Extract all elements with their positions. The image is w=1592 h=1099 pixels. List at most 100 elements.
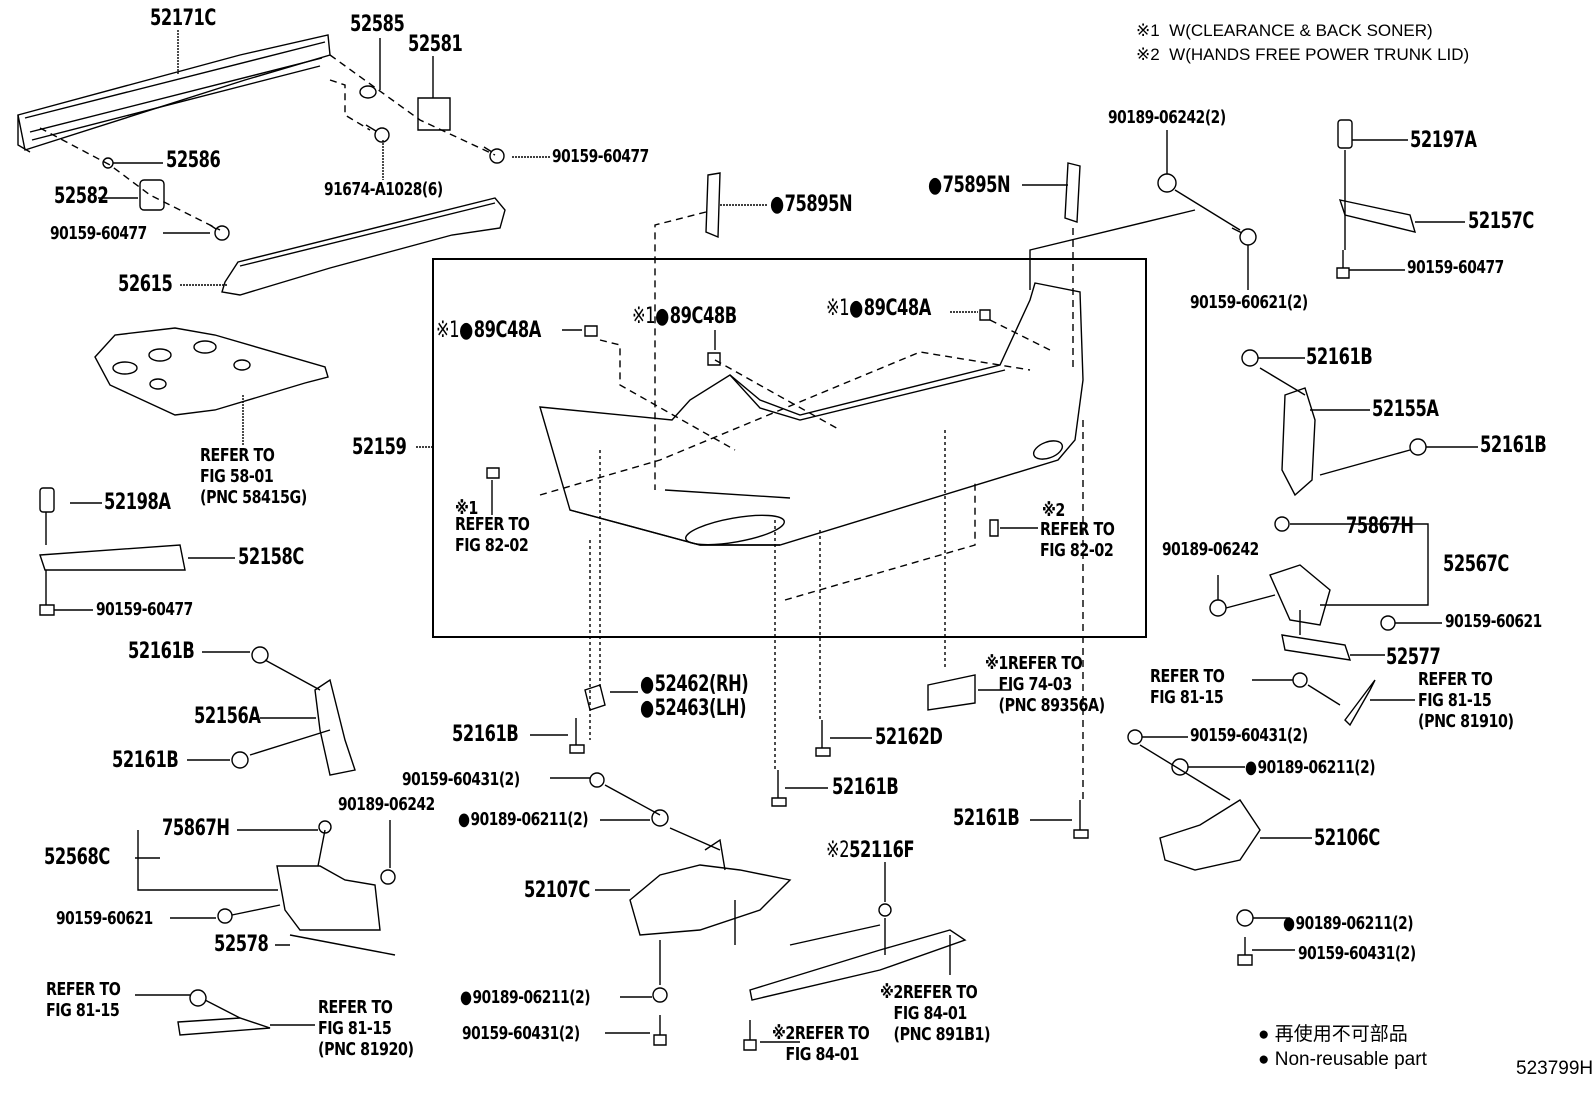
refer-fig-81-15-right[interactable]: REFER TO FIG 81-15 (PNC 81910): [1418, 669, 1514, 732]
part-label-52159[interactable]: 52159: [352, 435, 407, 460]
part-number: 89C48A: [849, 296, 931, 321]
refer-fig-58-01[interactable]: REFER TO FIG 58-01 (PNC 58415G): [200, 445, 307, 508]
part-label-52161B[interactable]: 52161B: [452, 722, 519, 747]
part-label-52197A[interactable]: 52197A: [1410, 128, 1477, 153]
legend: ● 再使用不可部品 ● Non-reusable part: [1258, 1022, 1427, 1072]
part-label-52198A[interactable]: 52198A: [104, 490, 171, 515]
part-label-89C48A[interactable]: ※189C48A: [826, 296, 931, 321]
part-label-52107C[interactable]: 52107C: [524, 878, 590, 903]
part-label-75895N[interactable]: 75895N: [770, 194, 853, 216]
part-label-90159-60431-2[interactable]: 90159-60431(2): [1190, 725, 1308, 746]
part-label-52161B[interactable]: 52161B: [128, 639, 195, 664]
refer-fig-74-03[interactable]: ※1REFER TO FIG 74-03 (PNC 89356A): [985, 653, 1105, 716]
part-label-90189-06211-2[interactable]: 90189-06211(2): [458, 810, 588, 830]
part-label-90159-60477[interactable]: 90159-60477: [96, 599, 193, 620]
refer-fig-82-02-mark: ※2: [1042, 500, 1065, 521]
part-label-90159-60621[interactable]: 90159-60621: [56, 908, 153, 929]
part-label-90189-06211-2[interactable]: 90189-06211(2): [460, 988, 590, 1008]
part-label-52156A[interactable]: 52156A: [194, 704, 261, 729]
part-label-91674-A1028[interactable]: 91674-A1028(6): [324, 179, 443, 200]
part-label-90189-06211-2[interactable]: 90189-06211(2): [1283, 914, 1413, 934]
dash-bumper-5: [590, 450, 600, 740]
part-label-89C48B[interactable]: ※189C48B: [632, 304, 737, 329]
clip-82-02-left-drawing: [487, 468, 499, 478]
part-label-90159-60431-2[interactable]: 90159-60431(2): [462, 1023, 580, 1044]
part-label-90159-60621-2[interactable]: 90159-60621(2): [1190, 292, 1308, 313]
part-label-52171C[interactable]: 52171C: [150, 6, 216, 31]
part-label-52586[interactable]: 52586: [166, 148, 221, 173]
refer-fig-82-02-left[interactable]: REFER TO FIG 82-02: [455, 514, 530, 556]
right-column-drawings: [1128, 120, 1426, 965]
dash-bumper-3: [715, 360, 840, 430]
dash-bumper-10: [785, 480, 975, 600]
part-label-52581[interactable]: 52581: [408, 32, 463, 57]
reflector-right-drawing: [1065, 163, 1080, 222]
part-label-75867H[interactable]: 75867H: [162, 816, 230, 841]
option-mark: ※2: [826, 838, 850, 863]
part-label-52116F[interactable]: ※252116F: [826, 838, 915, 863]
part-label-52568C[interactable]: 52568C: [44, 845, 110, 870]
dash-52582: [40, 128, 220, 230]
part-label-52578[interactable]: 52578: [214, 932, 269, 957]
left-column-drawings: [40, 488, 395, 1035]
dash-bumper-2: [600, 340, 735, 450]
part-label-52615[interactable]: 52615: [118, 272, 173, 297]
part-label-52161B[interactable]: 52161B: [953, 806, 1020, 831]
part-label-90159-60477[interactable]: 90159-60477: [552, 146, 649, 167]
part-label-52162D[interactable]: 52162D: [875, 725, 943, 750]
refer-fig-81-15-clip-right[interactable]: REFER TO FIG 81-15: [1150, 666, 1225, 708]
legend-item-en: ● Non-reusable part: [1258, 1047, 1427, 1072]
part-label-90189-06242-2[interactable]: 90189-06242(2): [1108, 107, 1226, 128]
part-label-52155A[interactable]: 52155A: [1372, 397, 1439, 422]
part-label-52582[interactable]: 52582: [54, 184, 109, 209]
part-label-52161B[interactable]: 52161B: [1480, 433, 1547, 458]
reinforcement-beam-drawing: [18, 35, 330, 152]
refer-fig-81-15-clip-left[interactable]: REFER TO FIG 81-15: [46, 979, 121, 1021]
part-label-90159-60621[interactable]: 90159-60621: [1445, 611, 1542, 632]
dash-bumper-4: [990, 320, 1050, 350]
reflector-left-drawing: [706, 173, 720, 237]
part-number: 89C48A: [459, 318, 541, 343]
part-label-90159-60431-2[interactable]: 90159-60431(2): [402, 769, 520, 790]
part-label-52463-lh[interactable]: 52463(LH): [640, 698, 747, 720]
part-label-52585[interactable]: 52585: [350, 12, 405, 37]
bumper-group-frame: [433, 259, 1146, 637]
refer-fig-82-02-right[interactable]: REFER TO FIG 82-02: [1040, 519, 1115, 561]
part-label-90189-06242[interactable]: 90189-06242: [338, 794, 435, 815]
part-label-52161B[interactable]: 52161B: [832, 775, 899, 800]
part-label-90159-60477[interactable]: 90159-60477: [1407, 257, 1504, 278]
part-label-52106C[interactable]: 52106C: [1314, 826, 1380, 851]
part-label-75867H[interactable]: 75867H: [1346, 514, 1414, 539]
center-bottom-drawings: [570, 675, 1088, 1050]
note-text: W(HANDS FREE POWER TRUNK LID): [1169, 45, 1470, 64]
part-label-75895N[interactable]: 75895N: [928, 175, 1011, 197]
energy-absorber-drawing: [222, 198, 505, 295]
note-1: ※1 W(CLEARANCE & BACK SONER): [1136, 20, 1433, 42]
refer-fig-84-01-b[interactable]: ※2REFER TO FIG 84-01: [772, 1023, 870, 1065]
part-label-90159-60477[interactable]: 90159-60477: [50, 223, 147, 244]
legend-item-jp: ● 再使用不可部品: [1258, 1022, 1427, 1047]
part-label-89C48A[interactable]: ※189C48A: [436, 318, 541, 343]
clip-82-02-right-drawing: [990, 520, 998, 536]
part-label-90189-06211-2[interactable]: 90189-06211(2): [1245, 758, 1375, 778]
part-label-90159-60431-2[interactable]: 90159-60431(2): [1298, 943, 1416, 964]
part-label-52567C[interactable]: 52567C: [1443, 552, 1509, 577]
note-text: W(CLEARANCE & BACK SONER): [1169, 21, 1433, 40]
sensor-retainer-b-drawing: [708, 353, 720, 365]
part-number: 89C48B: [655, 304, 737, 329]
part-label-52462-rh[interactable]: 52462(RH): [640, 674, 749, 696]
part-label-52161B[interactable]: 52161B: [112, 748, 179, 773]
part-label-52158C[interactable]: 52158C: [238, 545, 304, 570]
figure-id: 523799H: [1516, 1058, 1592, 1079]
refer-fig-84-01-a[interactable]: ※2REFER TO FIG 84-01 (PNC 891B1): [880, 982, 991, 1045]
bullet-icon: ●: [1258, 1049, 1270, 1070]
part-number: 52116F: [849, 838, 915, 863]
option-mark: ※1: [436, 318, 460, 343]
refer-fig-81-15-left[interactable]: REFER TO FIG 81-15 (PNC 81920): [318, 997, 414, 1060]
part-label-52161B[interactable]: 52161B: [1306, 345, 1373, 370]
part-label-90189-06242[interactable]: 90189-06242: [1162, 539, 1259, 560]
bullet-icon: ●: [1258, 1024, 1270, 1045]
part-label-52577[interactable]: 52577: [1386, 645, 1441, 670]
part-label-52157C[interactable]: 52157C: [1468, 209, 1534, 234]
